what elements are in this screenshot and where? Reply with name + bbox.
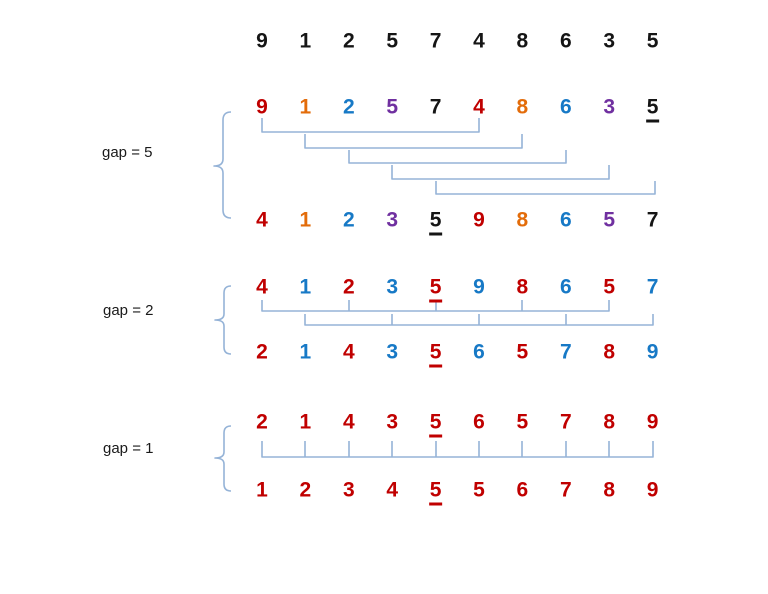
digit-gap1-before-0: 2: [256, 410, 268, 434]
digit-gap1-after-9: 9: [646, 478, 659, 502]
digit-input-0: 9: [256, 29, 268, 53]
digit-input-6: 8: [516, 29, 529, 53]
digit-gap2-after-4: 5: [428, 340, 443, 368]
digit-gap5-after-1: 1: [299, 208, 312, 232]
digit-gap5-before-5: 4: [473, 95, 485, 119]
digit-gap2-after-1: 1: [299, 340, 312, 364]
digit-gap5-after-7: 6: [559, 208, 572, 232]
digit-gap2-before-6: 8: [516, 275, 529, 299]
digit-gap2-after-6: 5: [516, 340, 529, 364]
digit-gap5-after-3: 3: [386, 208, 399, 232]
digit-gap2-before-1: 1: [299, 275, 312, 299]
digit-gap1-before-7: 7: [559, 410, 572, 434]
digit-gap5-after-2: 2: [342, 208, 355, 232]
digit-input-2: 2: [342, 29, 355, 53]
gap2-even-comb: [261, 300, 610, 312]
digit-gap5-after-9: 7: [646, 208, 659, 232]
digit-gap5-after-0: 4: [256, 208, 268, 232]
digit-gap1-after-0: 1: [256, 478, 268, 502]
digit-gap1-after-2: 3: [342, 478, 355, 502]
gap5-pair-1-6-bracket: [304, 134, 523, 149]
digit-gap1-before-3: 3: [386, 410, 399, 434]
gap5-pair-0-5-bracket: [261, 118, 480, 133]
digit-gap2-before-7: 6: [559, 275, 572, 299]
digit-gap1-before-8: 8: [603, 410, 616, 434]
digit-gap1-after-5: 5: [473, 478, 485, 502]
digit-input-8: 3: [603, 29, 616, 53]
digit-gap2-before-2: 2: [342, 275, 355, 299]
digit-input-3: 5: [386, 29, 399, 53]
digit-gap2-after-2: 4: [342, 340, 355, 364]
digit-gap1-after-1: 2: [299, 478, 312, 502]
digit-input-1: 1: [299, 29, 312, 53]
digit-gap2-after-5: 6: [473, 340, 485, 364]
gap2-brace: [214, 285, 232, 355]
digit-gap5-before-1: 1: [299, 95, 312, 119]
digit-gap1-before-5: 6: [473, 410, 485, 434]
digit-gap2-after-9: 9: [646, 340, 659, 364]
digit-gap2-before-4: 5: [428, 275, 443, 303]
digit-gap5-after-6: 8: [516, 208, 529, 232]
digit-input-5: 4: [473, 29, 485, 53]
gap5-brace: [213, 111, 232, 219]
gap5-pair-2-7-bracket: [348, 150, 567, 164]
gap5-pair-4-9-bracket: [435, 181, 656, 195]
gap2-odd-comb: [304, 314, 654, 326]
digit-gap5-before-0: 9: [256, 95, 268, 119]
digit-gap2-after-7: 7: [559, 340, 572, 364]
digit-gap5-before-3: 5: [386, 95, 399, 119]
digit-gap2-after-0: 2: [256, 340, 268, 364]
digit-gap1-after-7: 7: [559, 478, 572, 502]
gap1-brace: [214, 425, 232, 492]
gap1-comb: [261, 441, 654, 458]
digit-gap2-after-3: 3: [386, 340, 399, 364]
digit-gap1-before-2: 4: [342, 410, 355, 434]
digit-gap1-after-8: 8: [603, 478, 616, 502]
digit-gap1-before-9: 9: [646, 410, 659, 434]
digit-gap2-before-0: 4: [256, 275, 268, 299]
digit-gap1-before-1: 1: [299, 410, 312, 434]
digit-gap2-before-3: 3: [386, 275, 399, 299]
digit-gap1-after-4: 5: [428, 478, 443, 506]
digit-gap5-before-7: 6: [559, 95, 572, 119]
digit-gap1-after-3: 4: [386, 478, 399, 502]
digit-gap5-after-4: 5: [428, 208, 443, 236]
digit-input-7: 6: [559, 29, 572, 53]
digit-gap5-before-8: 3: [603, 95, 616, 119]
gap5-pair-3-8-bracket: [391, 165, 610, 180]
digit-gap2-after-8: 8: [603, 340, 616, 364]
gap5-label: gap = 5: [102, 144, 153, 161]
digit-gap1-after-6: 6: [516, 478, 529, 502]
digit-gap5-before-2: 2: [342, 95, 355, 119]
digit-gap2-before-8: 5: [603, 275, 616, 299]
digit-gap1-before-4: 5: [428, 410, 443, 438]
digit-gap5-before-4: 7: [429, 95, 442, 119]
gap1-label: gap = 1: [103, 440, 154, 457]
digit-gap5-before-9: 5: [645, 95, 660, 123]
digit-gap5-after-5: 9: [473, 208, 485, 232]
digit-gap2-before-5: 9: [473, 275, 485, 299]
digit-input-4: 7: [429, 29, 442, 53]
digit-gap5-before-6: 8: [516, 95, 529, 119]
gap2-label: gap = 2: [103, 302, 154, 319]
digit-input-9: 5: [646, 29, 659, 53]
digit-gap5-after-8: 5: [603, 208, 616, 232]
digit-gap1-before-6: 5: [516, 410, 529, 434]
digit-gap2-before-9: 7: [646, 275, 659, 299]
